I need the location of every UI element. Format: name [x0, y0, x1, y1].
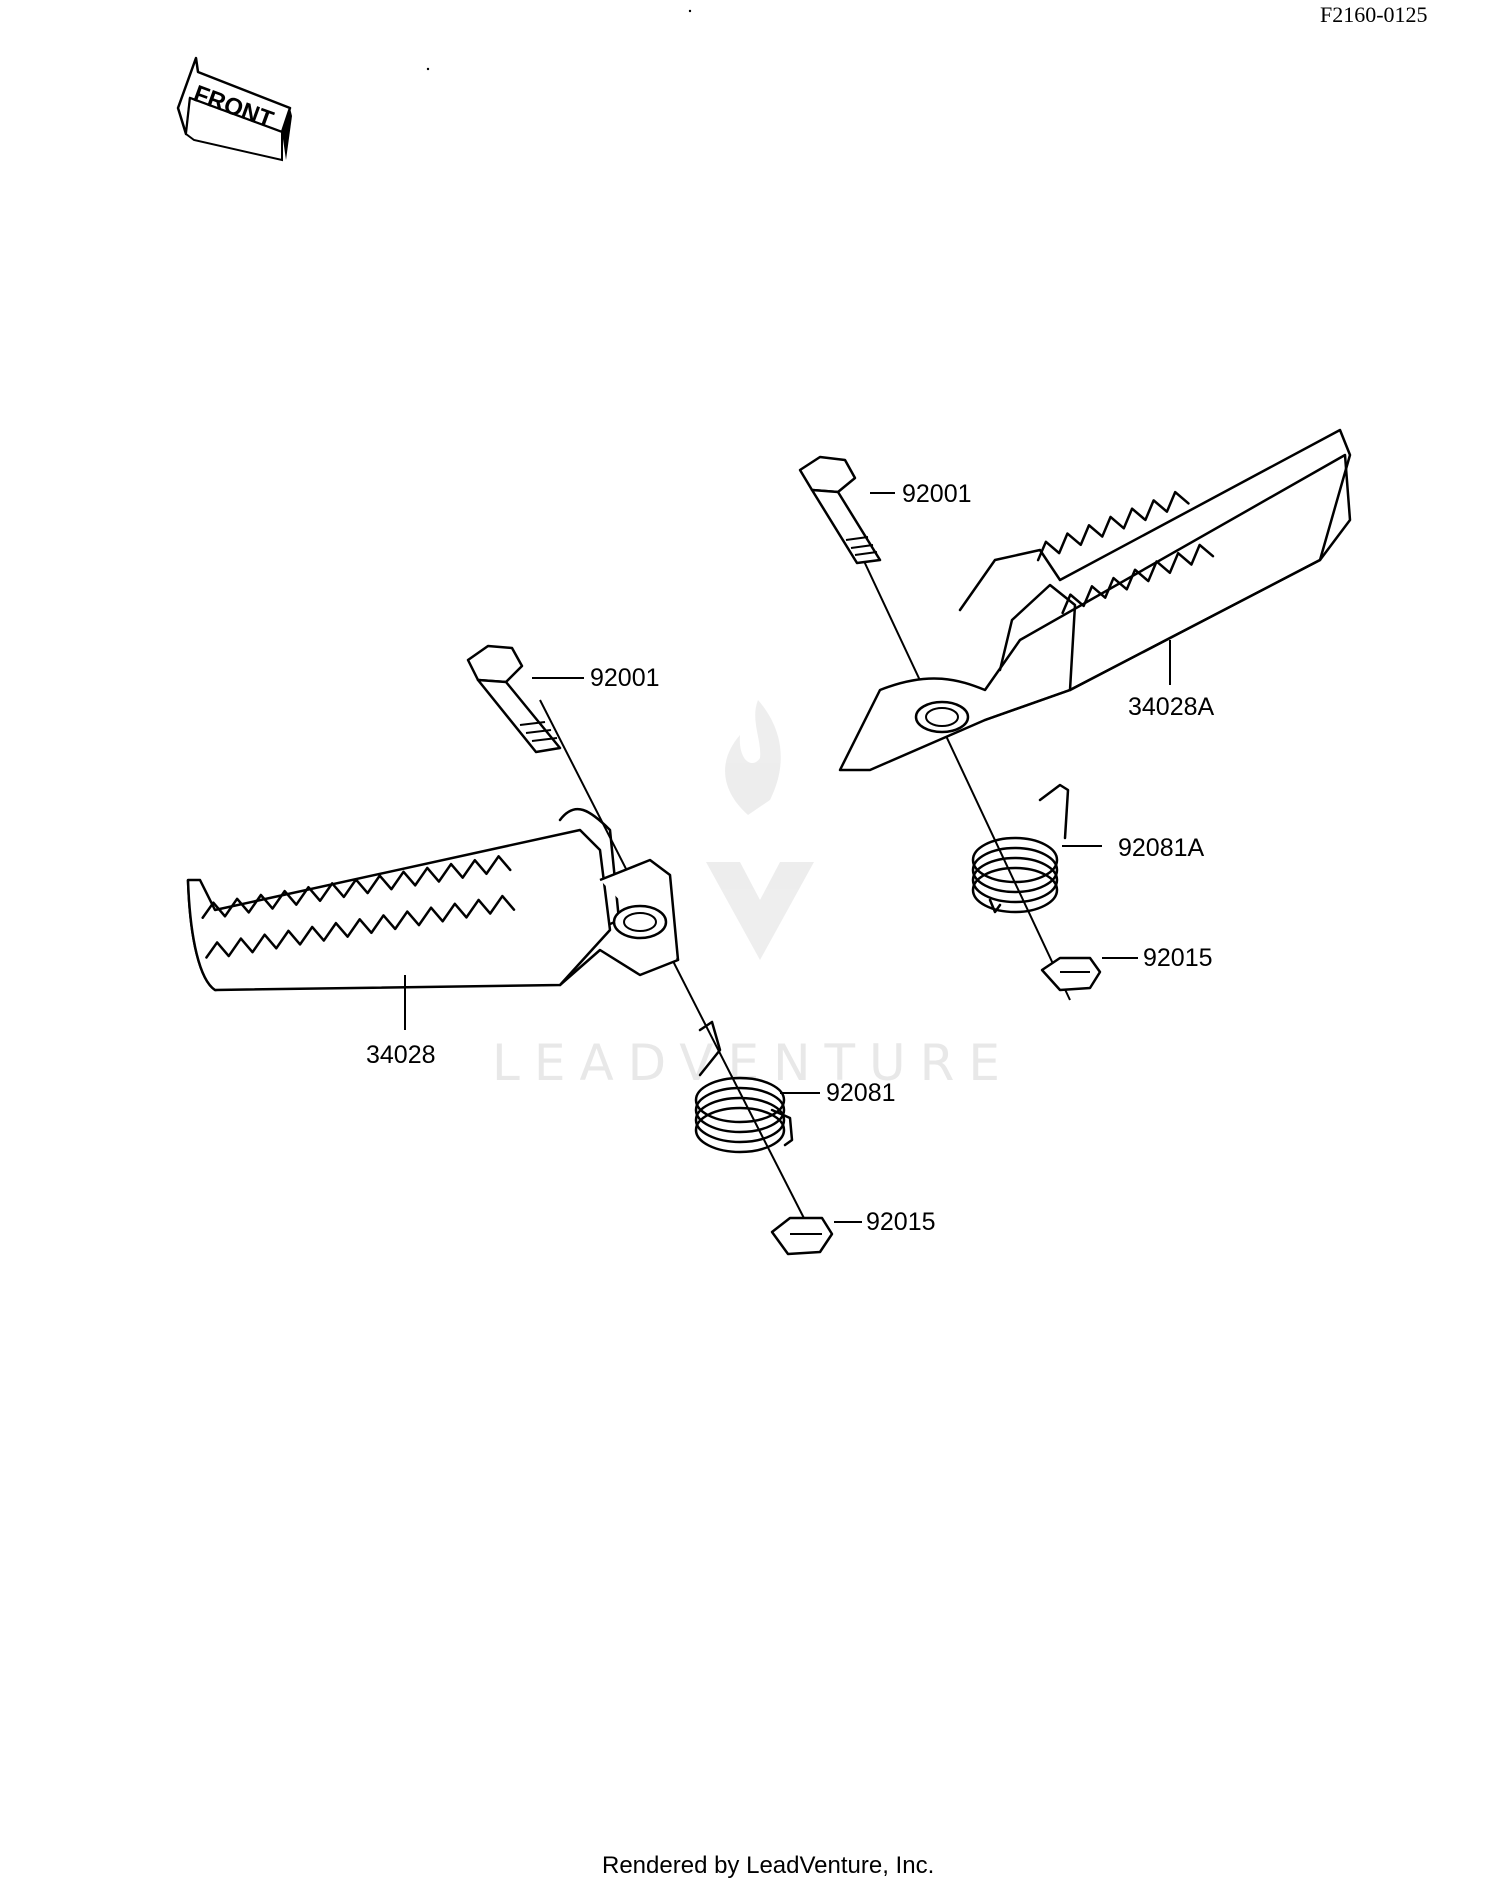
scan-dot: [688, 9, 692, 13]
callout-right-spring: 92081A: [1118, 834, 1205, 862]
footer-credit: Rendered by LeadVenture, Inc.: [602, 1852, 934, 1879]
front-arrow-icon: FRONT: [176, 56, 292, 162]
callout-right-footpeg: 34028A: [1128, 693, 1215, 721]
left-spring: [694, 1020, 794, 1154]
right-footpeg: [838, 428, 1352, 772]
right-bolt: [798, 455, 882, 565]
scan-dot: [426, 67, 430, 71]
right-spring: [971, 783, 1070, 914]
callout-left-nut: 92015: [866, 1208, 936, 1236]
left-nut: [770, 1216, 834, 1256]
leadventure-watermark: LEADVENTURE: [492, 700, 1014, 1092]
right-assembly-axis: [839, 509, 1071, 1001]
callout-right-bolt: 92001: [902, 480, 972, 508]
watermark-text: LEADVENTURE: [492, 1034, 1014, 1092]
callout-left-footpeg: 34028: [366, 1041, 436, 1069]
callout-right-nut: 92015: [1143, 944, 1213, 972]
drawing-code: F2160-0125: [1320, 2, 1428, 27]
right-nut: [1040, 956, 1102, 992]
callout-left-bolt: 92001: [590, 664, 660, 692]
left-footpeg: [186, 808, 680, 992]
left-assembly-axis: [539, 699, 811, 1231]
left-bolt: [466, 644, 562, 754]
callout-left-spring: 92081: [826, 1079, 896, 1107]
